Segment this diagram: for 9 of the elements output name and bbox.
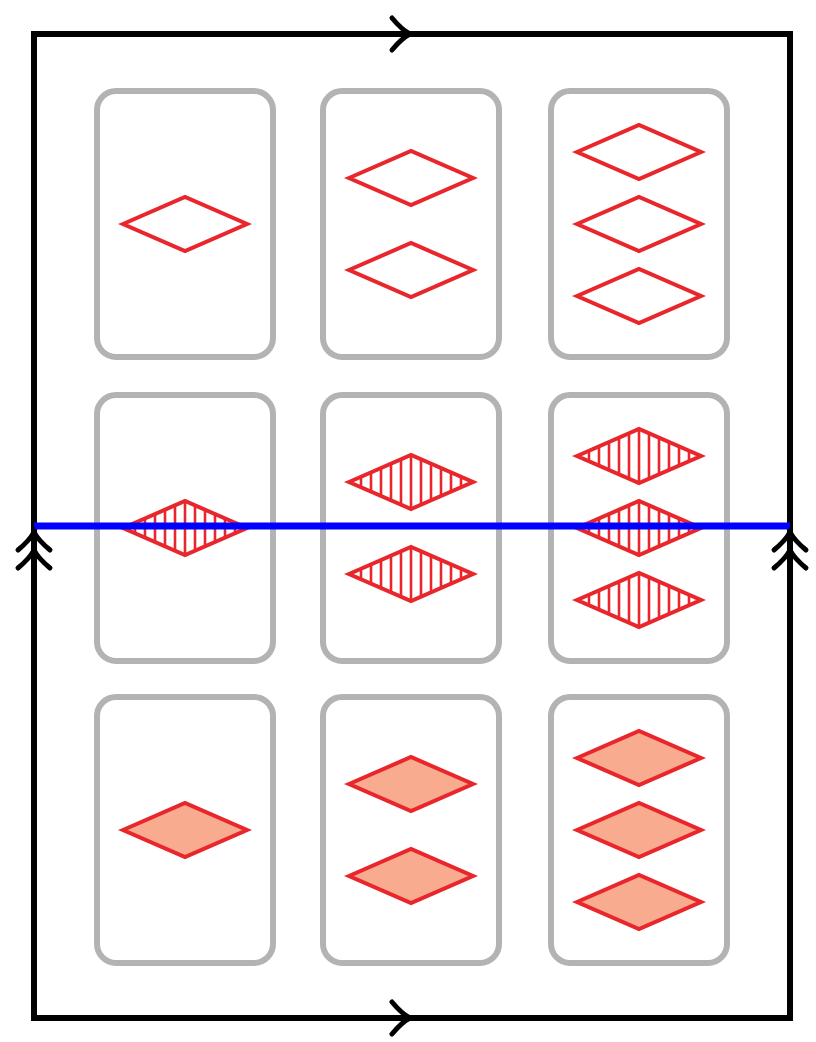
card [548, 88, 730, 360]
card [94, 392, 276, 664]
card [94, 694, 276, 966]
card [548, 694, 730, 966]
card [320, 392, 502, 664]
card [320, 694, 502, 966]
card [320, 88, 502, 360]
card [548, 392, 730, 664]
card [94, 88, 276, 360]
